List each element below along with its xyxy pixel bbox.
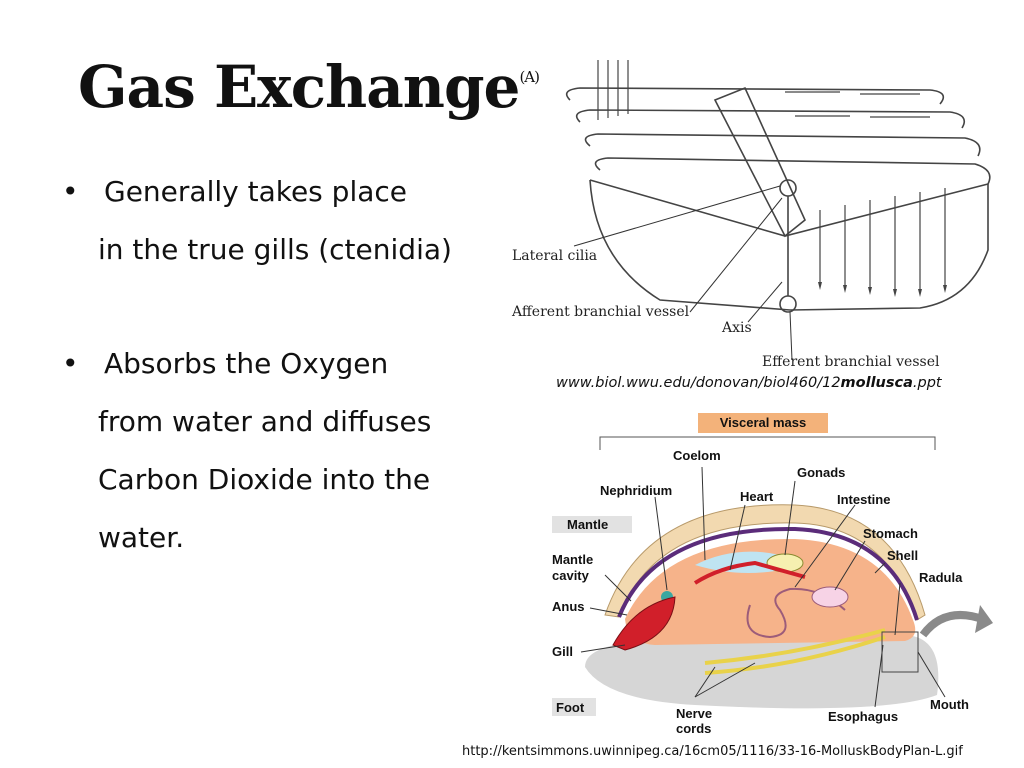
title-text: Gas Exchange (78, 53, 520, 121)
label-afferent-vessel: Afferent branchial vessel (511, 304, 690, 320)
label-intestine: Intestine (837, 492, 890, 507)
bullet-1-line-2: in the true gills (ctenidia) (98, 233, 452, 266)
nerve-cord-2 (704, 635, 886, 675)
mollusk-leader-lines (580, 466, 946, 708)
label-foot: Foot (556, 700, 585, 715)
label-mantle-cavity-2: cavity (552, 568, 590, 583)
label-lateral-cilia: Lateral cilia (512, 248, 597, 264)
visceral-mass-label-bg (698, 413, 828, 433)
label-mouth: Mouth (930, 697, 969, 712)
label-esophagus: Esophagus (828, 709, 898, 724)
label-heart: Heart (740, 489, 774, 504)
bullet-1-line-1: Generally takes place (104, 175, 407, 208)
intestine-shape (746, 587, 846, 639)
label-nephridium: Nephridium (600, 483, 672, 498)
label-visceral-mass: Visceral mass (720, 415, 807, 430)
label-gonads: Gonads (797, 465, 845, 480)
gill-shape (612, 596, 676, 651)
label-coelom: Coelom (673, 448, 721, 463)
heart-vessel (693, 560, 806, 585)
bullet-1-marker: • (62, 175, 79, 208)
mantle-label-bg (552, 516, 632, 533)
coelom-shape (695, 551, 787, 573)
visceral-bracket (599, 436, 936, 450)
label-gill: Gill (552, 644, 573, 659)
bullet-2-line-3: Carbon Dioxide into the (98, 463, 431, 496)
label-nerve-cords-2: cords (676, 721, 711, 736)
label-stomach: Stomach (863, 526, 918, 541)
flow-arrows (597, 60, 946, 292)
stomach-shape (811, 586, 849, 608)
label-efferent-vessel: Efferent branchial vessel (762, 354, 940, 370)
nerve-cord-1 (704, 628, 886, 665)
gill-source-prefix: www.biol.wwu.edu/donovan/biol460/12 (556, 375, 841, 391)
bullet-2-line-4: water. (98, 521, 185, 554)
direction-arrow-head (975, 605, 993, 633)
shell-shape (604, 504, 926, 621)
gill-diagram: Lateral cilia Afferent branchial vessel … (511, 60, 991, 370)
mollusk-source-caption: http://kentsimmons.uwinnipeg.ca/16cm05/1… (462, 744, 963, 759)
gill-source-bold: mollusca (840, 375, 913, 391)
arrow-heads (818, 282, 947, 297)
gill-source-caption: www.biol.wwu.edu/donovan/biol460/12mollu… (556, 375, 942, 391)
gill-source-suffix: .ppt (912, 375, 942, 391)
bullet-2-marker: • (62, 347, 79, 380)
mantle-line (617, 526, 919, 621)
label-mantle-cavity-1: Mantle (552, 552, 593, 567)
slide-title: Gas Exchange(A) (78, 58, 540, 116)
gill-leader-lines (573, 185, 793, 361)
label-shell: Shell (887, 548, 918, 563)
bullet-2-line-2: from water and diffuses (98, 405, 432, 438)
foot-shape (585, 635, 939, 709)
gill-outline (565, 86, 991, 313)
label-axis: Axis (721, 320, 752, 336)
foot-label-bg (552, 698, 596, 716)
label-mantle: Mantle (567, 517, 608, 532)
title-superscript: (A) (519, 68, 540, 86)
mollusk-diagram: Visceral mass (552, 413, 993, 736)
label-nerve-cords-1: Nerve (676, 706, 712, 721)
label-anus: Anus (552, 599, 585, 614)
bullet-2-line-1: Absorbs the Oxygen (104, 347, 389, 380)
label-radula: Radula (919, 570, 963, 585)
